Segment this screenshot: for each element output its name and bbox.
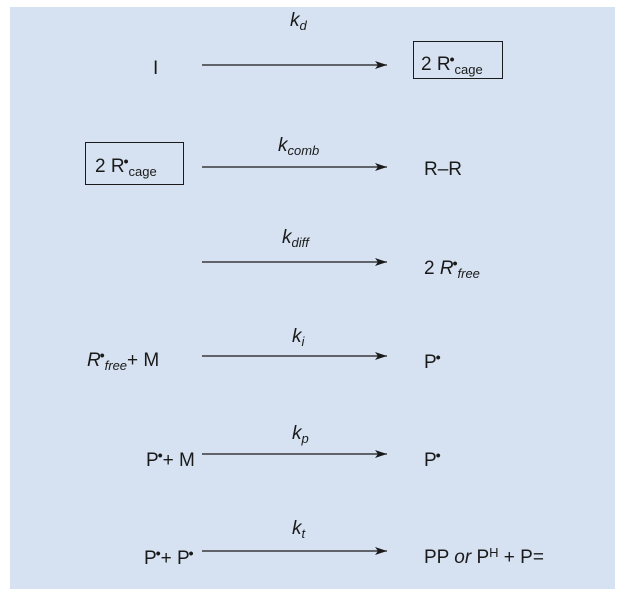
rate-symbol: k [292,326,302,347]
formula-text: P [424,352,437,373]
rate-constant-ki: ki [292,326,304,349]
rate-symbol: k [278,135,288,156]
formula-text: 2 R [95,156,125,177]
product-free-radicals: 2 R•free [424,252,480,285]
product-propagating-radical: P• [424,346,441,374]
formula-text: R–R [424,159,463,180]
rate-constant-kd: kd [290,10,307,33]
superscript: H [489,545,499,560]
rate-subscript: diff [291,235,309,250]
subscript: free [457,266,480,281]
radical-dot: • [188,545,194,561]
formula-text: R [87,350,101,371]
rate-symbol: k [292,518,302,539]
radical-dot: • [157,447,163,463]
rate-constant-kt: kt [292,518,305,541]
subscript: cage [454,62,483,77]
rate-subscript: d [299,18,307,33]
formula-text: P [424,450,437,471]
reactant-initiator: I [153,58,158,80]
rate-symbol: k [282,227,292,248]
reactant-radical-monomer: P•+ M [146,444,195,472]
radical-dot: • [435,349,441,365]
rate-symbol: k [292,423,302,444]
formula-text: 2 [424,258,440,279]
formula-text: + M [127,350,160,371]
caged-radical-box [85,142,184,185]
formula-text: R [439,258,454,279]
radical-dot: • [123,153,129,169]
radical-dot: • [155,545,161,561]
formula-text: P [471,547,490,568]
reactant-two-radicals: P•+ P• [144,542,194,570]
formula-text: + M [162,450,195,471]
rate-constant-kdiff: kdiff [282,227,309,250]
formula-text: P [146,450,159,471]
formula-text: + P= [498,547,544,568]
formula-text: or [454,547,472,568]
formula-text: PP [424,547,455,568]
subscript: free [104,358,128,373]
formula-text: P [144,548,157,569]
rate-constant-kp: kp [292,423,309,446]
caged-radical-box [413,41,503,79]
radical-dot: • [452,255,458,271]
product-propagating-radical: P• [424,444,441,472]
formula-text: 2 R [421,54,451,75]
product-caged-radicals: 2 R•cage [421,48,483,81]
rate-subscript: t [301,526,306,541]
formula-text: I [153,58,159,79]
rate-constant-kcomb: kcomb [278,135,319,158]
radical-dot: • [99,347,105,363]
product-termination: PP or PH + P= [424,542,544,569]
formula-text: + P [160,548,190,569]
rate-subscript: i [301,334,305,349]
rate-subscript: comb [287,143,320,158]
rate-symbol: k [290,10,300,31]
subscript: cage [128,164,157,179]
radical-dot: • [449,51,455,67]
product-combination: R–R [424,159,462,181]
rate-subscript: p [301,431,309,446]
scheme-panel [10,7,615,589]
reactant-free-radical-monomer: R•free+ M [87,344,159,377]
radical-dot: • [435,447,441,463]
reactant-caged-radicals: 2 R•cage [95,150,157,183]
